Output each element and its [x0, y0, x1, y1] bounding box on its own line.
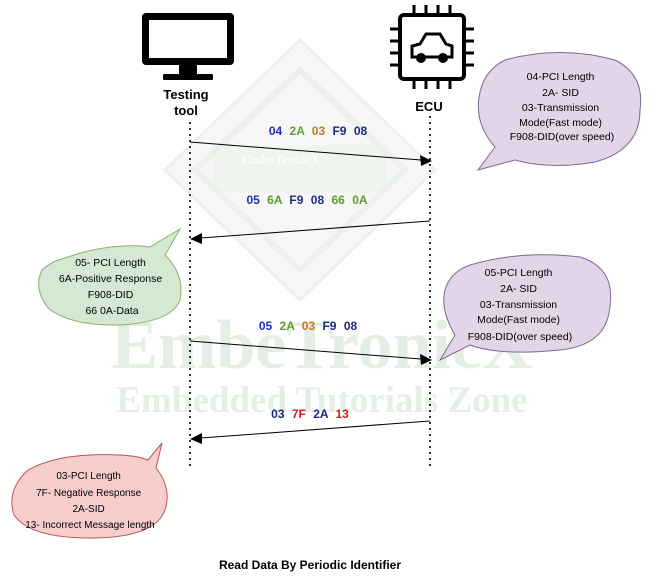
message-byte: 0A: [352, 193, 368, 207]
callout-line: F908-DID(over speed): [510, 131, 614, 143]
message-byte: 13: [335, 407, 349, 421]
ecu-actor: ECU: [390, 5, 474, 114]
message-arrow-1: [189, 141, 432, 166]
tester-actor: Testing tool: [142, 13, 234, 118]
message-byte: 03: [271, 407, 285, 421]
message-byte: 03: [302, 319, 316, 333]
message-byte: 66: [331, 193, 345, 207]
svg-text:04-PCI Length 2A- SID: 04-PCI Length 2A- SID 03-Transmission Mo…: [510, 71, 614, 143]
message-byte: 7F: [292, 407, 306, 421]
watermark-badge: EmbeTronicX: [242, 152, 321, 167]
callout-line: 03-PCI Length: [56, 471, 121, 482]
monitor-icon: [142, 13, 234, 80]
message-label-2: 05 6A F9 08 66 0A: [246, 193, 367, 207]
callout-line: 03-Transmission: [522, 102, 599, 114]
message-arrow-2: [190, 220, 431, 244]
message-byte: 08: [311, 193, 325, 207]
callout-line: 03-Transmission: [480, 299, 557, 311]
message-byte: 04: [269, 124, 283, 138]
callout-line: F908-DID(over speed): [468, 331, 572, 343]
message-byte: 2A: [313, 407, 329, 421]
callout-line: Mode(Fast mode): [519, 117, 602, 129]
message-byte: 2A: [290, 124, 306, 138]
message-byte: 6A: [267, 193, 283, 207]
message-byte: F9: [289, 193, 303, 207]
message-byte: F9: [322, 319, 336, 333]
callout-line: 05-PCI Length: [485, 267, 553, 279]
callout-line: 13- Incorrect Message length: [25, 520, 155, 531]
message-arrow-4: [190, 420, 431, 444]
message-byte: 03: [312, 124, 326, 138]
message-byte: 08: [344, 319, 358, 333]
ecu-chip-car-icon: [390, 5, 474, 89]
callout-line: 2A- SID: [500, 283, 537, 295]
callout-line: 6A-Positive Response: [59, 273, 162, 285]
svg-text:05- PCI Length 6A-Positi: 05- PCI Length 6A-Positive Response F908…: [59, 257, 165, 317]
callout-line: F908-DID: [88, 289, 134, 301]
callout-response-2: 03-PCI Length 7F- Negative Response 2A-S…: [11, 442, 168, 539]
callout-request-2: 05-PCI Length 2A- SID 03-Transmission Mo…: [438, 254, 612, 362]
ecu-label: ECU: [415, 99, 442, 114]
message-byte: F9: [332, 124, 346, 138]
callout-line: 2A-SID: [72, 504, 104, 515]
callout-line: 04-PCI Length: [527, 71, 595, 83]
callout-request-1: 04-PCI Length 2A- SID 03-Transmission Mo…: [476, 52, 642, 171]
callout-response-1: 05- PCI Length 6A-Positive Response F908…: [38, 227, 182, 326]
svg-text:05-PCI Length 2A- SID: 05-PCI Length 2A- SID 03-Transmission Mo…: [468, 267, 572, 343]
tester-label-line1: Testing: [163, 87, 208, 102]
message-byte: 2A: [280, 319, 296, 333]
tester-label-line2: tool: [174, 103, 198, 118]
message-label-1: 04 2A 03 F9 08: [269, 124, 368, 138]
diagram-caption: Read Data By Periodic Identifier: [219, 558, 401, 572]
callout-line: 05- PCI Length: [75, 257, 146, 269]
message-arrow-3: [189, 340, 432, 365]
message-label-4: 03 7F 2A 13: [271, 407, 349, 421]
callout-line: 2A- SID: [542, 87, 579, 99]
callout-line: 66 0A-Data: [85, 305, 138, 317]
callout-line: 7F- Negative Response: [36, 488, 141, 499]
message-byte: 05: [259, 319, 273, 333]
message-label-3: 05 2A 03 F9 08: [259, 319, 358, 333]
message-byte: 08: [354, 124, 368, 138]
callout-line: Mode(Fast mode): [477, 314, 560, 326]
message-byte: 05: [246, 193, 260, 207]
svg-text:03-PCI Length 7F- Negati: 03-PCI Length 7F- Negative Response 2A-S…: [25, 471, 155, 531]
